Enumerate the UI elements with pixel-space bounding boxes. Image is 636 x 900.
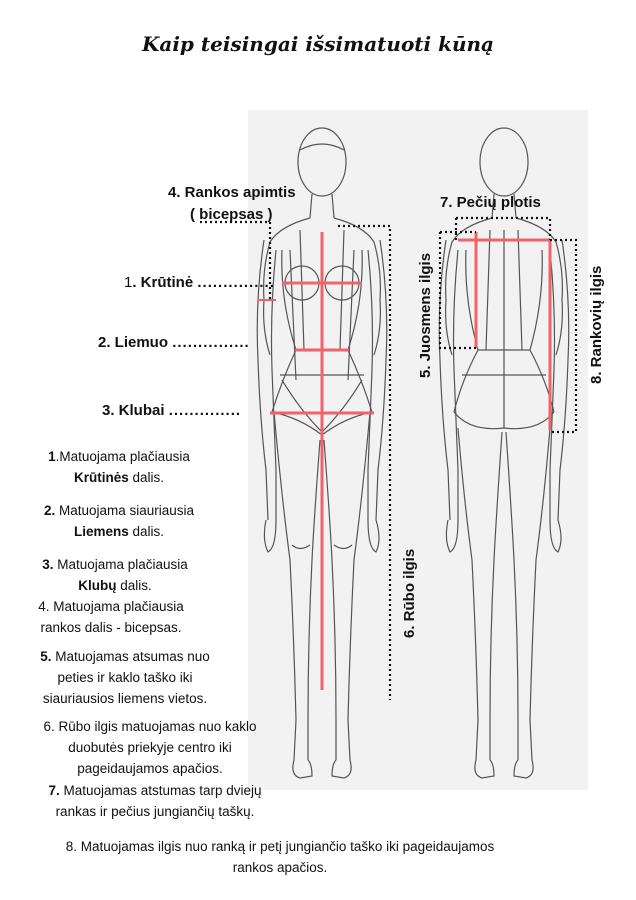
label-arm-circumference: 4. Rankos apimtis xyxy=(168,184,296,201)
description-4: 4. Matuojama plačiausia rankos dalis - b… xyxy=(38,599,184,635)
label-back-waist-length: 5. Juosmens ilgis xyxy=(417,252,434,378)
description-8: 8. Matuojamas ilgis nuo ranką ir petį ju… xyxy=(65,839,495,875)
dotted-leaders xyxy=(200,216,578,700)
label-sleeve-length: 8. Rankovių ilgis xyxy=(588,265,605,384)
measurement-lines xyxy=(258,232,552,690)
description-5: 5. Matuojamas atsumas nuo peties ir kakl… xyxy=(40,649,210,706)
description-2: 2. Matuojama siauriausia Liemens dalis. xyxy=(43,503,195,539)
page-title: Kaip teisingai išsimatuoti kūną xyxy=(141,32,494,56)
description-1: 1.Matuojama plačiausia Krūtinės dalis. xyxy=(48,449,190,485)
back-figure xyxy=(438,127,570,779)
description-7: 7. Matuojamas atstumas tarp dviejų ranka… xyxy=(48,783,262,819)
label-garment-length: 6. Rūbo ilgis xyxy=(401,548,418,638)
label-shoulder-width: 7. Pečių plotis xyxy=(440,194,541,211)
description-3: 3. Matuojama plačiausia Klubų dalis. xyxy=(42,557,188,593)
label-hips: 3. Klubai .............. xyxy=(102,402,242,419)
description-6: 6. Rūbo ilgis matuojamas nuo kaklo duobu… xyxy=(43,719,257,776)
label-chest: 1. Krūtinė ............... xyxy=(124,274,275,291)
label-arm-circumference-sub: ( bicepsas ) xyxy=(190,206,273,223)
label-waist: 2. Liemuo ............... xyxy=(98,334,250,351)
